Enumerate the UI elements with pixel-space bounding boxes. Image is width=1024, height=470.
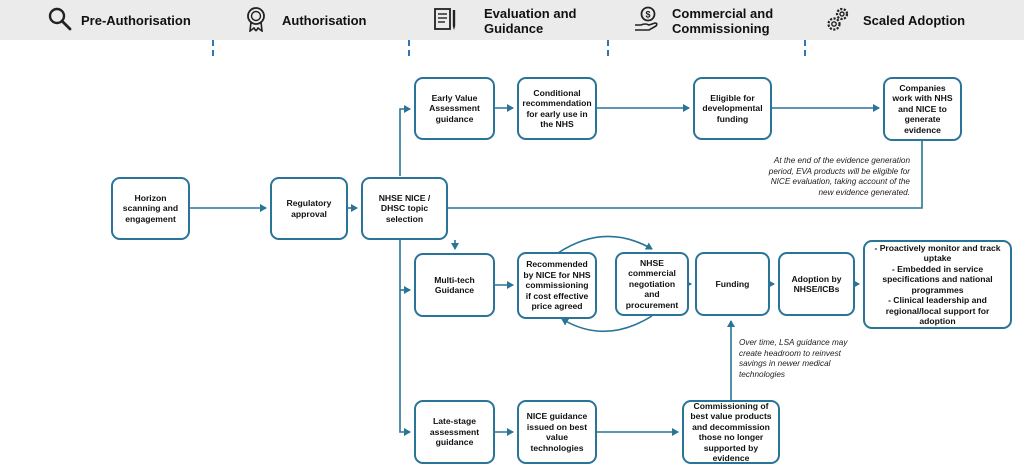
developmental-funding-box: Eligible for developmental funding: [693, 77, 772, 140]
commissioning-box: Commissioning of best value products and…: [682, 400, 780, 464]
eva-evidence-note: At the end of the evidence generation pe…: [768, 156, 910, 197]
horizon-scanning-box: Horizon scanning and engagement: [111, 177, 190, 240]
magnifier-icon: [48, 7, 72, 31]
phase-pre-authorisation-label: Pre-Authorisation: [81, 13, 191, 28]
award-badge-icon: [247, 7, 265, 32]
line-evidence-feedback: [444, 141, 923, 209]
svg-text:$: $: [645, 10, 650, 20]
funding-box: Funding: [695, 252, 770, 316]
arrow-negotiation-to-recommended: [561, 315, 653, 333]
phase-separator: [408, 40, 410, 56]
phase-separator: [212, 40, 214, 56]
phase-authorisation-label: Authorisation: [282, 13, 367, 28]
arrow-topic-to-eva: [399, 105, 411, 176]
document-pen-icon: [434, 8, 456, 30]
conditional-recommendation-box: Conditional recommendation for early use…: [517, 77, 597, 140]
arrow-topic-to-latestage: [399, 240, 411, 436]
adoption-outcomes-box: - Proactively monitor and track uptake -…: [863, 240, 1012, 329]
topic-selection-box: NHSE NICE / DHSC topic selection: [361, 177, 448, 240]
money-hand-icon: $: [635, 6, 658, 31]
commercial-negotiation-box: NHSE commercial negotiation and procurem…: [615, 252, 689, 316]
late-stage-assessment-box: Late-stage assessment guidance: [414, 400, 495, 464]
multi-tech-guidance-box: Multi-tech Guidance: [414, 253, 495, 317]
early-value-assessment-box: Early Value Assessment guidance: [414, 77, 495, 140]
phase-banner: [0, 0, 1024, 40]
phase-separator: [804, 40, 806, 56]
lsa-guidance-note: Over time, LSA guidance may create headr…: [739, 338, 848, 379]
adoption-box: Adoption by NHSE/ICBs: [778, 252, 855, 316]
recommended-by-nice-box: Recommended by NICE for NHS commissionin…: [517, 252, 597, 319]
phase-separator: [607, 40, 609, 56]
companies-evidence-box: Companies work with NHS and NICE to gene…: [883, 77, 962, 141]
phase-commercial-label: Commercial and Commissioning: [672, 6, 774, 36]
phase-evaluation-label: Evaluation and Guidance: [484, 6, 577, 36]
gears-icon: [827, 7, 849, 31]
phase-scaled-adoption-label: Scaled Adoption: [863, 13, 966, 28]
arrow-recommended-to-negotiation: [557, 235, 653, 254]
regulatory-approval-box: Regulatory approval: [270, 177, 348, 240]
nice-guidance-issued-box: NICE guidance issued on best value techn…: [517, 400, 597, 464]
